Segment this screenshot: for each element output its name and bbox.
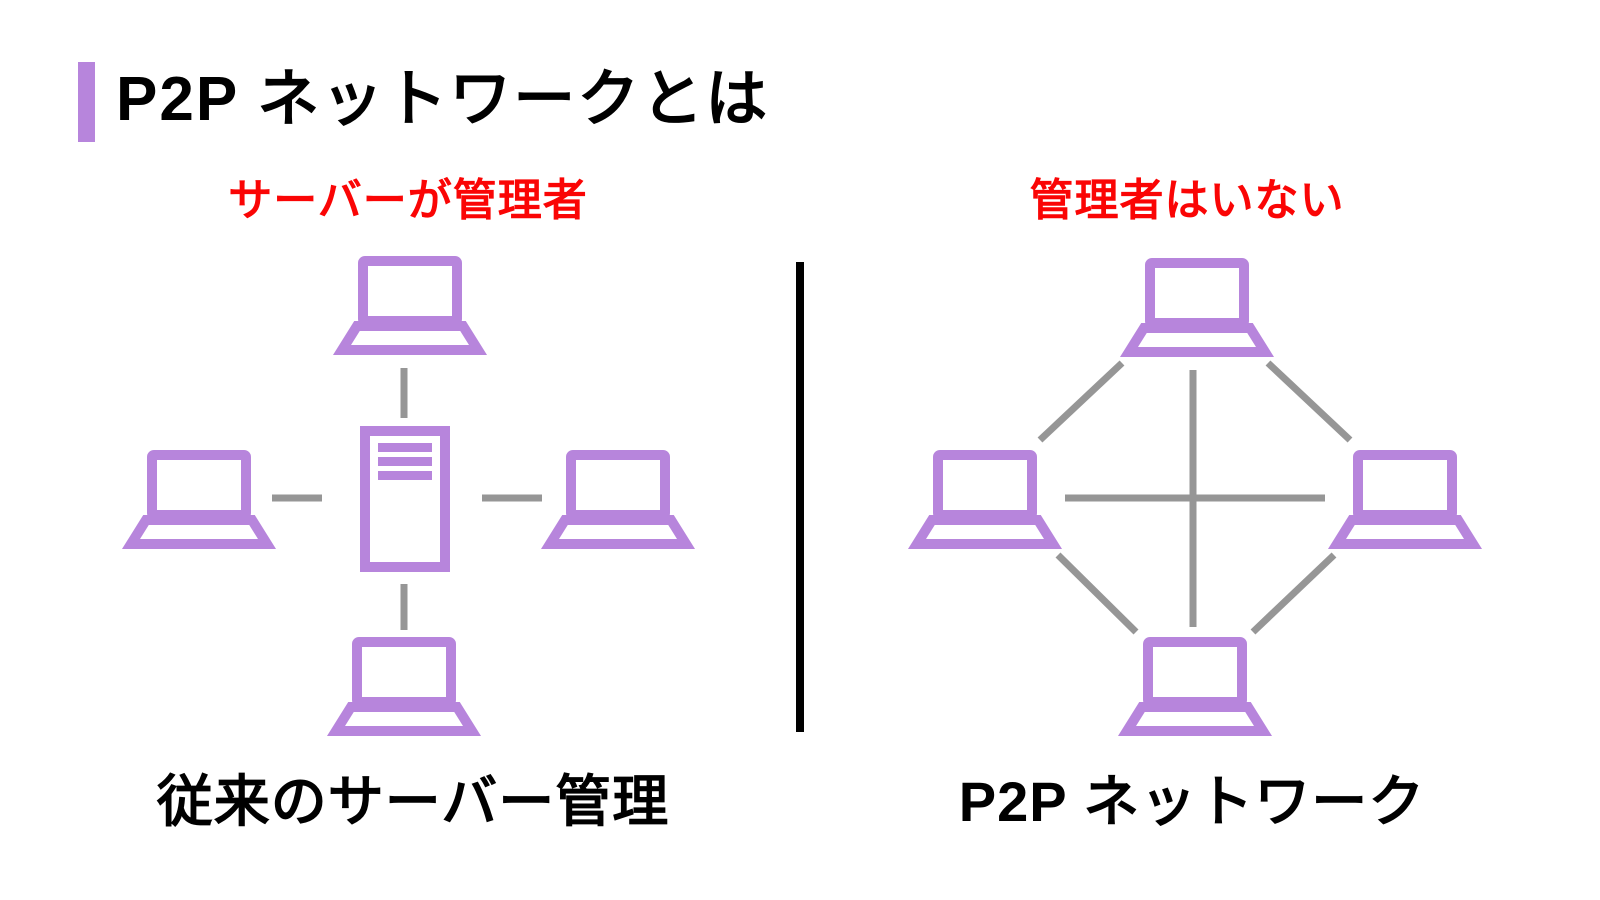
page-title: P2P ネットワークとは [116, 65, 770, 134]
laptop-icon [336, 642, 472, 731]
left-panel-caption: 従来のサーバー管理 [156, 770, 670, 833]
connection-line [1250, 552, 1337, 635]
laptop-icon [342, 261, 478, 350]
laptop-icon [917, 455, 1053, 544]
connection-line [1055, 552, 1139, 635]
laptop-icon [131, 455, 267, 544]
right-panel-heading: 管理者はいない [1029, 176, 1345, 225]
connection-line [1265, 360, 1353, 443]
laptop-icon [1127, 642, 1263, 731]
left-panel-heading: サーバーが管理者 [228, 176, 588, 225]
server-network-diagram [131, 261, 686, 731]
server-icon [360, 426, 450, 572]
laptop-icon [1129, 263, 1265, 352]
right-panel-caption: P2P ネットワーク [958, 770, 1426, 833]
divider-line [796, 262, 804, 732]
laptop-icon [1337, 455, 1473, 544]
p2p-network-diagram [917, 263, 1473, 731]
title-accent-bar [78, 62, 95, 142]
laptop-icon [550, 455, 686, 544]
connection-line [1037, 360, 1125, 443]
